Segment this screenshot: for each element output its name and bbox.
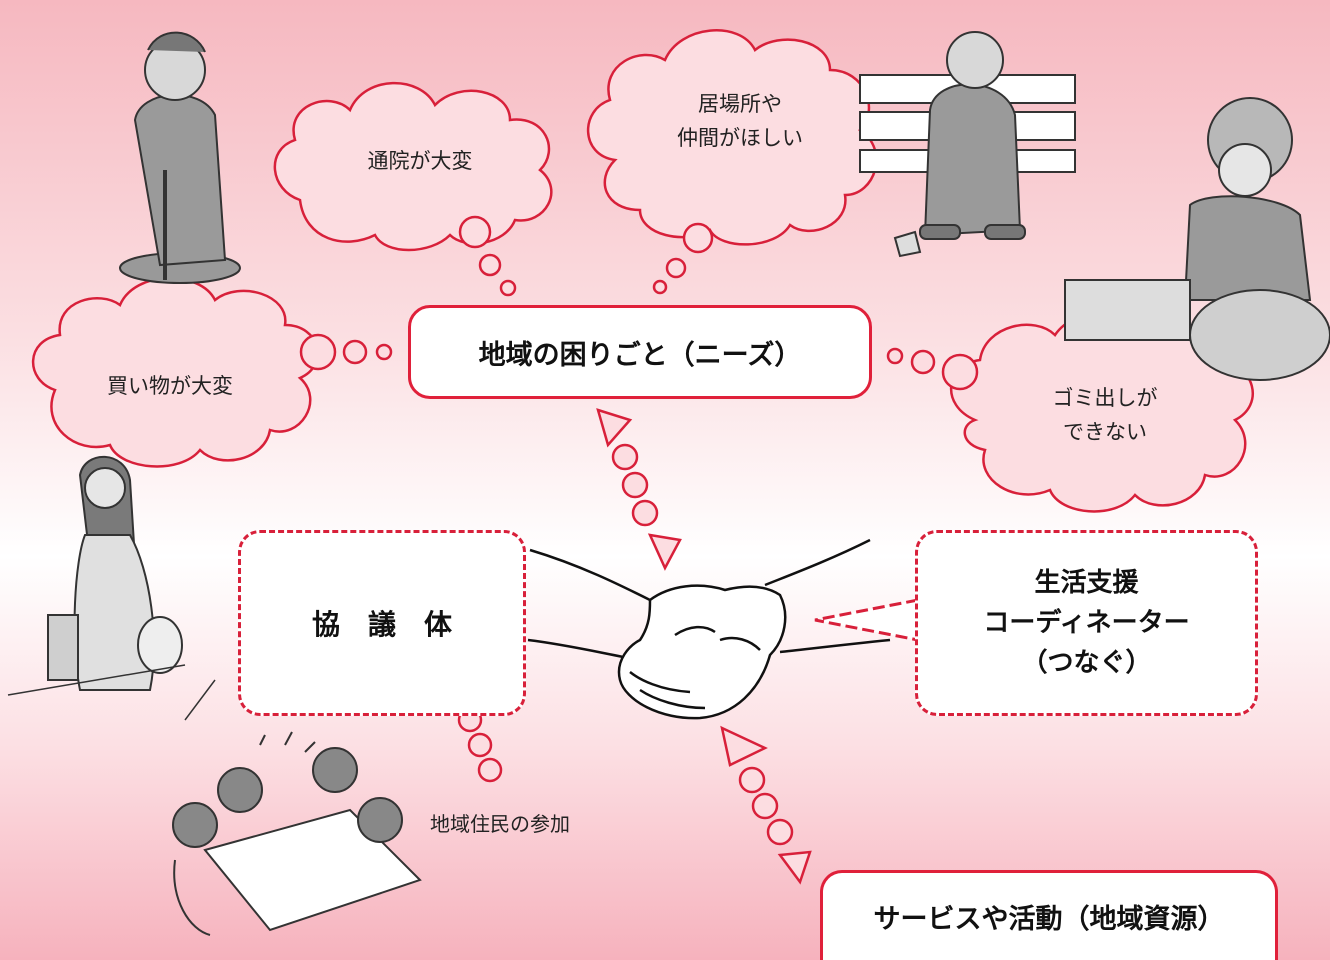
arrow-needs-council	[596, 408, 682, 571]
thought-dot	[910, 349, 936, 375]
bubble-text-place: 居場所や 仲間がほしい	[630, 88, 850, 155]
thought-dot	[886, 347, 904, 365]
needs-box-label: 地域の困りごと（ニーズ）	[478, 339, 802, 371]
pregnant-woman-illustration	[7, 455, 216, 721]
elderly-woman-garbage-illustration	[1064, 97, 1330, 381]
bubble-line: 居場所や	[698, 92, 782, 116]
needs-box: 地域の困りごと（ニーズ）	[408, 305, 872, 399]
thought-dot	[941, 353, 979, 391]
coordinator-box: 生活支援 コーディネーター （つなぐ）	[915, 530, 1258, 716]
services-box: サービスや活動（地域資源）	[820, 870, 1278, 960]
thought-dot	[342, 339, 368, 365]
council-box-label: 協 議 体	[311, 608, 452, 641]
bubble-line: できない	[1063, 419, 1147, 444]
thought-dot	[499, 279, 517, 297]
residents-meeting-illustration	[172, 731, 422, 936]
coordinator-line: （つなぐ）	[1021, 648, 1152, 679]
thought-dot	[458, 215, 492, 249]
thought-bubble-hospital	[273, 81, 553, 252]
services-box-label: サービスや活動（地域資源）	[873, 904, 1225, 935]
handshake-illustration	[527, 538, 891, 720]
thought-dot	[665, 257, 687, 279]
bubble-line: ゴミ出しが	[1052, 386, 1158, 410]
thought-dot	[682, 222, 714, 254]
bubble-text-hospital: 通院が大変	[320, 145, 520, 179]
thought-dot	[652, 279, 668, 295]
arrow-handshake-services	[720, 725, 812, 885]
bubble-line: 仲間がほしい	[677, 125, 803, 150]
elderly-man-cane-illustration	[119, 31, 241, 284]
bubble-text-garbage: ゴミ出しが できない	[1010, 382, 1200, 449]
council-box: 協 議 体	[238, 530, 526, 716]
thought-dot	[478, 253, 502, 277]
thought-dot	[299, 333, 337, 371]
bubble-line: 通院が大変	[367, 149, 473, 173]
participation-label: 地域住民の参加	[430, 812, 570, 836]
thought-bubble-garbage	[949, 311, 1254, 513]
coordinator-line: 生活支援	[1034, 567, 1139, 598]
coordinator-pointer	[814, 598, 919, 642]
elderly-man-bench-illustration	[859, 31, 1076, 258]
thought-dot	[375, 343, 393, 361]
bubble-line: 買い物が大変	[107, 374, 233, 398]
bubble-text-shopping: 買い物が大変	[60, 370, 280, 404]
coordinator-line: コーディネーター	[983, 607, 1190, 638]
